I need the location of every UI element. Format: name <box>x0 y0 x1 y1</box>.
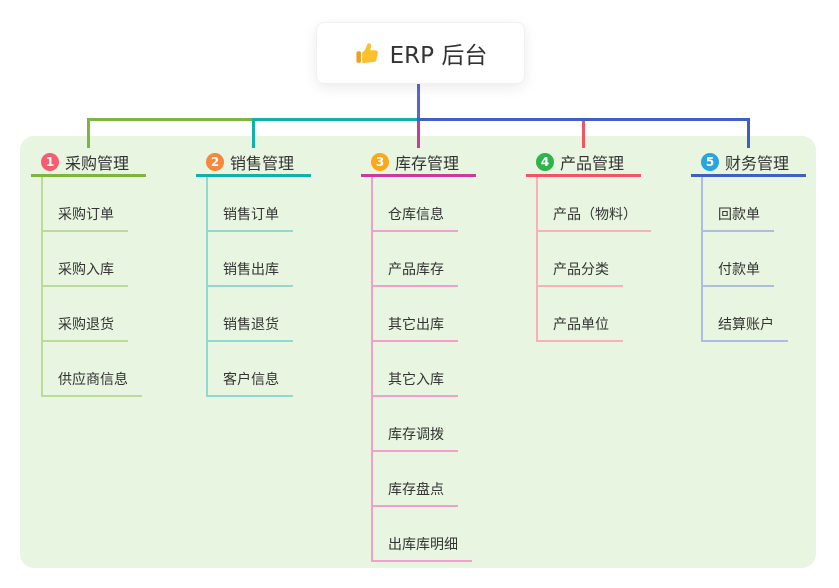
child-item: 产品库存 <box>371 232 476 287</box>
branch-3: 3 库存管理仓库信息产品库存其它出库其它入库库存调拨库存盘点出库库明细 <box>361 149 476 562</box>
branch-1-children-line <box>41 177 43 397</box>
child-item-label: 产品分类 <box>536 259 623 287</box>
branch-1-header: 1 采购管理 <box>31 149 146 177</box>
branch-2-children: 销售订单销售出库销售退货客户信息 <box>206 177 311 397</box>
child-item: 付款单 <box>701 232 806 287</box>
root-node: ERP 后台 <box>316 22 525 84</box>
child-item-label: 销售订单 <box>206 204 293 232</box>
child-item: 采购退货 <box>41 287 146 342</box>
child-item: 采购入库 <box>41 232 146 287</box>
child-item-label: 产品（物料） <box>536 204 651 232</box>
branch-5: 5 财务管理回款单付款单结算账户 <box>691 149 806 342</box>
child-item-label: 仓库信息 <box>371 204 458 232</box>
child-item: 客户信息 <box>206 342 311 397</box>
child-item-label: 其它出库 <box>371 314 458 342</box>
branch-5-children-line <box>701 177 703 342</box>
child-item: 销售退货 <box>206 287 311 342</box>
child-item-label: 产品单位 <box>536 314 623 342</box>
child-item-label: 采购入库 <box>41 259 128 287</box>
branch-connector-segment-1 <box>87 118 255 121</box>
child-item-label: 产品库存 <box>371 259 458 287</box>
child-item-label: 客户信息 <box>206 369 293 397</box>
branch-2-children-line <box>206 177 208 397</box>
branch-4: 4 产品管理产品（物料） 产品分类产品单位 <box>526 149 651 342</box>
branch-5-number-badge: 5 <box>701 152 719 171</box>
child-item-label: 结算账户 <box>701 314 788 342</box>
child-item-label: 库存盘点 <box>371 479 458 507</box>
child-item-label: 库存调拨 <box>371 424 458 452</box>
child-item: 产品分类 <box>536 232 641 287</box>
branch-4-drop-line <box>582 120 585 148</box>
branch-1-children: 采购订单采购入库采购退货供应商信息 <box>41 177 146 397</box>
child-item: 其它出库 <box>371 287 476 342</box>
child-item-label: 回款单 <box>701 204 774 232</box>
branch-3-children: 仓库信息产品库存其它出库其它入库库存调拨库存盘点出库库明细 <box>371 177 476 562</box>
branch-3-children-line <box>371 177 373 562</box>
branch-3-drop-line <box>417 120 420 148</box>
branch-4-number-badge: 4 <box>536 152 554 171</box>
thumbs-up-icon <box>356 43 378 64</box>
branch-connector-segment-3 <box>417 118 750 121</box>
child-item-label: 付款单 <box>701 259 774 287</box>
child-item-label: 采购退货 <box>41 314 128 342</box>
branch-1-drop-line <box>87 120 90 148</box>
branch-2-header: 2 销售管理 <box>196 149 311 177</box>
child-item: 产品单位 <box>536 287 641 342</box>
child-item: 出库库明细 <box>371 507 476 562</box>
branch-4-label: 产品管理 <box>560 153 625 173</box>
branch-4-children-line <box>536 177 538 342</box>
branch-3-header: 3 库存管理 <box>361 149 476 177</box>
child-item: 销售出库 <box>206 232 311 287</box>
child-item: 销售订单 <box>206 177 311 232</box>
root-node-label: ERP 后台 <box>389 43 488 69</box>
branch-5-header: 5 财务管理 <box>691 149 806 177</box>
child-item-label: 其它入库 <box>371 369 458 397</box>
root-connector-line <box>417 82 420 118</box>
child-item-label: 销售退货 <box>206 314 293 342</box>
child-item-label: 供应商信息 <box>41 369 142 397</box>
child-item-label: 销售出库 <box>206 259 293 287</box>
branch-3-number-badge: 3 <box>371 152 389 171</box>
child-item-label: 采购订单 <box>41 204 128 232</box>
branch-1-label: 采购管理 <box>65 153 130 173</box>
branch-1: 1 采购管理采购订单采购入库采购退货供应商信息 <box>31 149 146 397</box>
branch-2-drop-line <box>252 120 255 148</box>
branch-1-number-badge: 1 <box>41 152 59 171</box>
child-item: 仓库信息 <box>371 177 476 232</box>
branch-4-header: 4 产品管理 <box>526 149 641 177</box>
child-item: 采购订单 <box>41 177 146 232</box>
branch-4-children: 产品（物料） 产品分类产品单位 <box>536 177 651 342</box>
child-item: 其它入库 <box>371 342 476 397</box>
branch-2-number-badge: 2 <box>206 152 224 171</box>
branch-2: 2 销售管理销售订单销售出库销售退货客户信息 <box>196 149 311 397</box>
child-item: 产品（物料） <box>536 177 651 232</box>
child-item: 库存盘点 <box>371 452 476 507</box>
branch-5-children: 回款单付款单结算账户 <box>701 177 806 342</box>
child-item: 供应商信息 <box>41 342 146 397</box>
child-item: 回款单 <box>701 177 806 232</box>
branch-5-drop-line <box>747 120 750 148</box>
child-item-label: 出库库明细 <box>371 534 472 562</box>
child-item: 结算账户 <box>701 287 806 342</box>
mindmap-panel <box>20 136 816 568</box>
branch-5-label: 财务管理 <box>725 153 790 173</box>
branch-2-label: 销售管理 <box>230 153 295 173</box>
branch-connector-segment-2 <box>252 118 420 121</box>
branch-3-label: 库存管理 <box>395 153 460 173</box>
child-item: 库存调拨 <box>371 397 476 452</box>
